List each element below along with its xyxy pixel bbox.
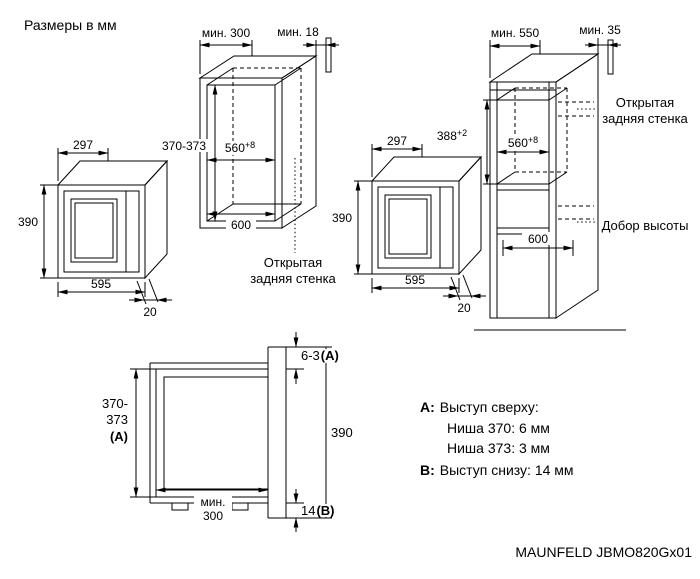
- cabinet-open-back-label-line2: задняя стенка: [602, 111, 688, 126]
- section-niche-height-line2: 373: [106, 412, 128, 427]
- dim-oven-width: 595: [405, 273, 425, 287]
- dim-niche-width: 560+8: [225, 140, 255, 155]
- section-min-depth-value: 300: [203, 509, 223, 523]
- section-min-depth-word: мин.: [201, 495, 226, 509]
- section-front-height: 390: [331, 425, 353, 440]
- dim-oven-depth: 297: [387, 134, 407, 148]
- open-back-label-line1: Открытая: [264, 255, 322, 270]
- section-top-overhang: 6-3(A): [301, 348, 339, 363]
- oven-drawing-right: 297 390 595 20: [332, 134, 486, 315]
- dim-cabinet-niche-depth: 600: [528, 232, 548, 246]
- dim-oven-width: 595: [91, 277, 111, 291]
- dim-niche-top-clearance: мин. 300: [202, 26, 251, 40]
- section-niche-height-ref: (A): [110, 429, 128, 444]
- oven-drawing-left: 297 390 595 20: [18, 138, 172, 319]
- open-back-label-line2: задняя стенка: [250, 271, 336, 286]
- note-a-item1: Ниша 370: 6 мм: [447, 420, 550, 436]
- notes-block: A:Выступ сверху: Ниша 370: 6 мм Ниша 373…: [420, 399, 574, 478]
- dim-oven-frame-overhang: 20: [143, 305, 157, 319]
- dim-niche-height: 370-373: [162, 139, 206, 153]
- dim-niche-depth: 600: [231, 218, 251, 232]
- niche-cutout-drawing: мин. 300 мин. 18 370-373 560+8 600 Откры…: [155, 25, 339, 286]
- dim-cabinet-niche-width: 560+8: [508, 135, 538, 150]
- dim-oven-height: 390: [18, 215, 38, 229]
- cabinet-open-back-label-line1: Открытая: [616, 95, 674, 110]
- model-name: MAUNFELD JBMO820Gx01: [515, 544, 692, 560]
- cabinet-filler-label: Добор высоты: [602, 218, 689, 233]
- dim-oven-frame-overhang: 20: [457, 301, 471, 315]
- note-a-item2: Ниша 373: 3 мм: [447, 440, 550, 456]
- side-section-drawing: 370- 373 (A) 6-3(A) 390 мин. 300 14(B): [102, 332, 353, 532]
- dim-oven-depth: 297: [73, 138, 93, 152]
- dim-cabinet-back-clearance: мин. 35: [579, 23, 621, 37]
- dim-cabinet-niche-height: 388+2: [437, 128, 467, 143]
- dim-niche-back-clearance: мин. 18: [277, 25, 319, 39]
- section-niche-height-line1: 370-: [102, 396, 128, 411]
- dim-oven-height: 390: [332, 211, 352, 225]
- tall-cabinet-drawing: мин. 550 мин. 35 388+2 560+8 600 Открыта…: [437, 23, 689, 331]
- note-b-title: B:Выступ снизу: 14 мм: [420, 462, 574, 478]
- page-title: Размеры в мм: [24, 17, 117, 33]
- section-bottom-overhang: 14(B): [301, 503, 335, 518]
- dim-cabinet-top-clearance: мин. 550: [491, 26, 540, 40]
- note-a-title: A:Выступ сверху:: [420, 399, 539, 415]
